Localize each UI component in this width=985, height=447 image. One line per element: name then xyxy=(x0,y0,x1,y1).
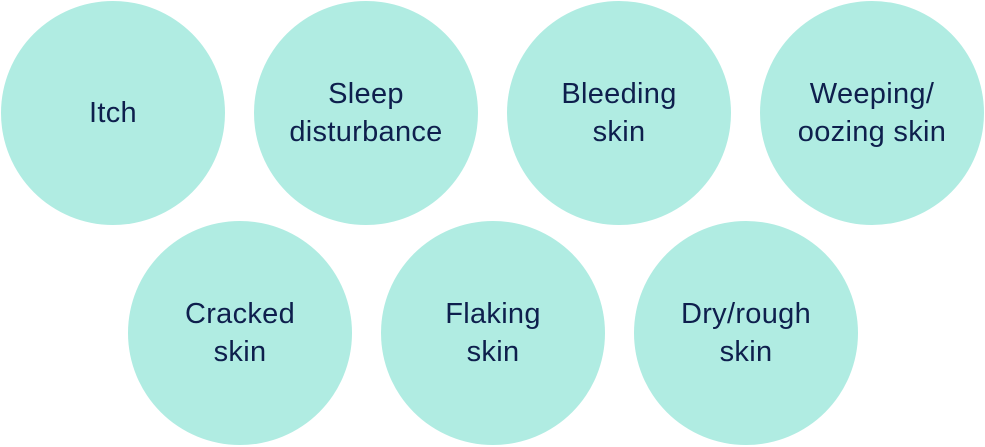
symptom-circle-flaking-skin: Flaking skin xyxy=(381,221,605,445)
symptom-circle-sleep-disturbance: Sleep disturbance xyxy=(254,1,478,225)
symptom-label: Weeping/ oozing skin xyxy=(797,78,947,148)
symptom-circle-bleeding-skin: Bleeding skin xyxy=(507,1,731,225)
symptom-circle-cracked-skin: Cracked skin xyxy=(128,221,352,445)
symptom-label: Bleeding skin xyxy=(561,78,677,148)
symptom-circle-dry-rough-skin: Dry/rough skin xyxy=(634,221,858,445)
symptom-label: Cracked skin xyxy=(184,298,296,368)
symptom-label: Itch xyxy=(89,97,137,129)
symptom-circle-weeping-oozing-skin: Weeping/ oozing skin xyxy=(760,1,984,225)
symptom-label: Dry/rough skin xyxy=(680,298,812,368)
symptom-circle-itch: Itch xyxy=(1,1,225,225)
symptom-label: Flaking skin xyxy=(445,298,541,368)
symptom-label: Sleep disturbance xyxy=(289,78,443,148)
